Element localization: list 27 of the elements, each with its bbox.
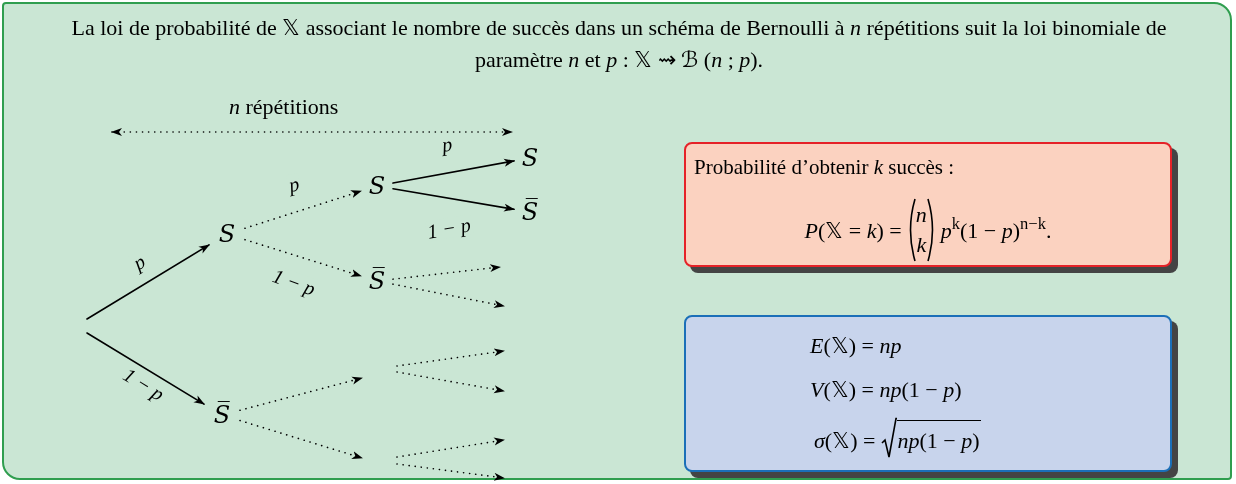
arrow	[86, 332, 205, 405]
outcome-label: S̅	[368, 269, 386, 293]
arrow	[392, 283, 505, 308]
arrow	[244, 238, 362, 277]
binomial-top: n	[915, 201, 927, 229]
arrow	[392, 158, 515, 184]
arrow	[392, 187, 515, 212]
outcome-label: S	[368, 174, 386, 198]
formula: V(𝕏) = np(1 − p)	[810, 376, 962, 404]
formula: P(𝕏 = k) =	[804, 216, 902, 245]
arrow	[86, 244, 210, 320]
formula: σ(𝕏) =	[814, 427, 876, 455]
box-heading: Probabilité d’obtenir k succès :	[694, 154, 955, 181]
repetitions-label: n répétitions	[229, 93, 339, 121]
arrow	[239, 419, 363, 459]
outcome-label: S	[218, 222, 236, 246]
outcome-label: S̅	[213, 403, 231, 427]
outcome-label: S̅	[521, 200, 539, 224]
title-text: La loi de probabilité de 𝕏 associant le nombre de succès dans un schéma de Bernoulli à n répétitions suit la loi binomiale de paramètre n et p : 𝕏 ⇝ ℬ (n ; p).	[71, 15, 1167, 72]
arrow	[239, 376, 363, 412]
formula: p$^{k}$(1 − p)$^{n−k}$.	[940, 213, 1052, 245]
outcome-label: S	[521, 146, 539, 170]
arrow	[244, 190, 362, 230]
formula: E(𝕏) = np	[810, 332, 902, 360]
arrow	[392, 264, 501, 280]
binomial-bottom: k	[916, 231, 927, 259]
formula: np(1 − p)	[897, 420, 982, 457]
